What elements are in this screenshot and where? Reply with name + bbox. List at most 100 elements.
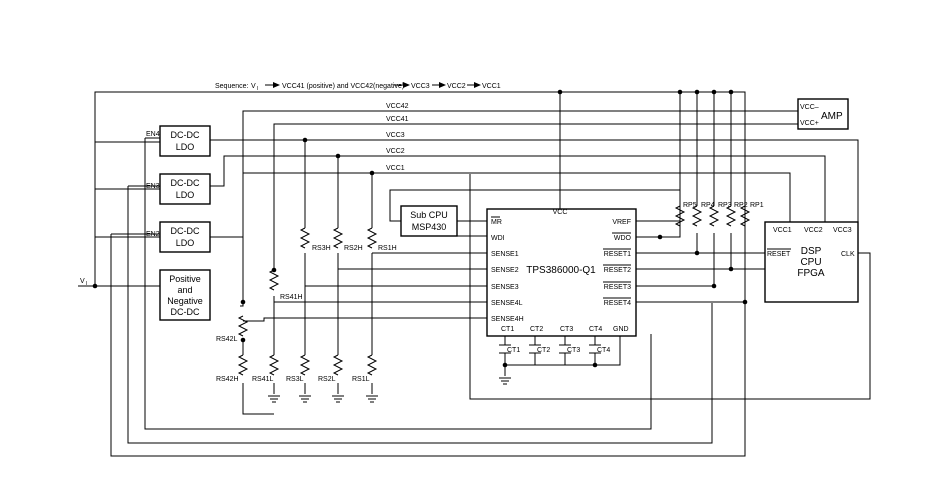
label-rs41l: RS41L bbox=[252, 376, 274, 383]
label-rp1: RP1 bbox=[750, 202, 764, 209]
label-rp2: RP2 bbox=[734, 202, 748, 209]
svg-text:DC-DC: DC-DC bbox=[171, 130, 200, 140]
resistor-rs42h bbox=[237, 354, 249, 376]
sequence-step-vcc2: VCC2 bbox=[447, 83, 466, 90]
regulator-1: DC-DC LDO bbox=[159, 125, 211, 157]
dsp-pin-reset: RESET bbox=[767, 251, 791, 258]
ground-icon bbox=[268, 395, 280, 403]
ic-pin-reset2: RESET2 bbox=[604, 267, 631, 274]
subcpu-box: Sub CPU MSP430 bbox=[400, 205, 458, 237]
ground-symbols bbox=[268, 377, 511, 403]
sequence-prefix: Sequence: bbox=[215, 83, 249, 90]
cap-label-ct3: CT3 bbox=[567, 347, 580, 354]
junctions bbox=[92, 89, 748, 368]
ic-pin-sense4l: SENSE4L bbox=[491, 300, 523, 307]
svg-text:DC-DC: DC-DC bbox=[171, 226, 200, 236]
sequence-step-vcc41-42: VCC41 (positive) and VCC42(negative) bbox=[282, 83, 404, 90]
ic-vcc-pin: VCC bbox=[553, 209, 568, 216]
ic-name: TPS386000-Q1 bbox=[526, 265, 596, 276]
ic-pin-wdo: WDO bbox=[614, 235, 632, 242]
ground-icon bbox=[299, 395, 311, 403]
svg-text:MSP430: MSP430 bbox=[412, 222, 447, 232]
label-rs1l: RS1L bbox=[352, 376, 370, 383]
resistor-rs42l bbox=[237, 315, 249, 337]
sequence-step-vi: V bbox=[251, 83, 256, 90]
en2-label: EN2 bbox=[146, 231, 160, 238]
ic-pin-sense4h: SENSE4H bbox=[491, 316, 524, 323]
sequence-step-vcc3: VCC3 bbox=[411, 83, 430, 90]
rail-label-vcc3: VCC3 bbox=[386, 132, 405, 139]
label-rs3h: RS3H bbox=[312, 245, 331, 252]
resistor-rp4 bbox=[691, 205, 703, 227]
label-rs3l: RS3L bbox=[286, 376, 304, 383]
ic-pin-reset3: RESET3 bbox=[604, 284, 631, 291]
sense-resistor-labels: RS3H RS2H RS1H RS41H RS42L RS42H RS41L R… bbox=[216, 245, 397, 383]
svg-text:VCC+: VCC+ bbox=[800, 120, 819, 127]
resistor-rs3h bbox=[299, 227, 311, 249]
label-rp3: RP3 bbox=[718, 202, 732, 209]
ic-pin-wdi: WDI bbox=[491, 235, 505, 242]
resistor-rp5 bbox=[674, 205, 686, 227]
en3-label: EN3 bbox=[146, 183, 160, 190]
svg-text:Negative: Negative bbox=[167, 296, 203, 306]
svg-text:Positive: Positive bbox=[169, 274, 201, 284]
ground-icon bbox=[366, 395, 378, 403]
resistor-rs3l bbox=[299, 354, 311, 376]
dsp-pin-vcc1: VCC1 bbox=[773, 227, 792, 234]
resistor-rs1h bbox=[366, 227, 378, 249]
capacitors: CT1 CT2 CT3 CT4 bbox=[499, 344, 610, 354]
ic-pin-ct2: CT2 bbox=[530, 326, 543, 333]
rail-label-vcc1: VCC1 bbox=[386, 165, 405, 172]
ic-pin-mr: MR bbox=[491, 219, 502, 226]
resistor-rs2h bbox=[332, 227, 344, 249]
svg-text:DC-DC: DC-DC bbox=[171, 178, 200, 188]
ground-icon bbox=[332, 395, 344, 403]
cap-label-ct4: CT4 bbox=[597, 347, 610, 354]
svg-text:FPGA: FPGA bbox=[797, 268, 825, 279]
vi-input-sub: I bbox=[86, 281, 87, 287]
svg-text:and: and bbox=[177, 285, 192, 295]
posneg-dcdc-box: Positive and Negative DC-DC bbox=[159, 269, 211, 321]
svg-text:AMP: AMP bbox=[821, 111, 843, 122]
pullup-labels: RP5 RP4 RP3 RP2 RP1 bbox=[683, 202, 764, 209]
svg-text:CPU: CPU bbox=[800, 257, 821, 268]
sequence-vi-sub: I bbox=[257, 86, 258, 92]
wires bbox=[78, 91, 871, 457]
regulator-3: DC-DC LDO bbox=[159, 221, 211, 253]
resistor-rp1 bbox=[739, 205, 751, 227]
resistor-rs41l bbox=[268, 354, 280, 376]
resistor-rs1l bbox=[366, 354, 378, 376]
resistor-rp2 bbox=[725, 205, 737, 227]
ic-pin-ct4: CT4 bbox=[589, 326, 602, 333]
svg-text:Sub CPU: Sub CPU bbox=[410, 210, 448, 220]
label-rs42h: RS42H bbox=[216, 376, 239, 383]
vi-input-label: V bbox=[80, 278, 85, 285]
cap-label-ct1: CT1 bbox=[507, 347, 520, 354]
rail-label-vcc41: VCC41 bbox=[386, 116, 409, 123]
amp-box: VCC– VCC+ AMP bbox=[797, 98, 849, 130]
ic-pin-sense1: SENSE1 bbox=[491, 251, 519, 258]
ic-pin-sense3: SENSE3 bbox=[491, 284, 519, 291]
sequence-line: Sequence: V I VCC41 (positive) and VCC42… bbox=[215, 82, 501, 92]
sequence-step-vcc1: VCC1 bbox=[482, 83, 501, 90]
resistor-rs41h bbox=[268, 269, 280, 291]
ic-pin-ct3: CT3 bbox=[560, 326, 573, 333]
tps386000-ic: VCC TPS386000-Q1 MR WDI SENSE1 SENSE2 SE… bbox=[486, 208, 637, 337]
svg-text:LDO: LDO bbox=[176, 142, 195, 152]
label-rp4: RP4 bbox=[701, 202, 715, 209]
ic-pin-vref: VREF bbox=[612, 219, 631, 226]
label-rs2h: RS2H bbox=[344, 245, 363, 252]
dsp-cpu-fpga-box: VCC1 VCC2 VCC3 RESET CLK DSP CPU FPGA bbox=[764, 221, 859, 303]
rail-label-vcc2: VCC2 bbox=[386, 148, 405, 155]
cap-label-ct2: CT2 bbox=[537, 347, 550, 354]
en4-label: EN4 bbox=[146, 131, 160, 138]
resistor-rp3 bbox=[708, 205, 720, 227]
ground-icon bbox=[499, 377, 511, 385]
svg-text:LDO: LDO bbox=[176, 190, 195, 200]
ic-pin-reset4: RESET4 bbox=[604, 300, 631, 307]
svg-text:LDO: LDO bbox=[176, 238, 195, 248]
ic-pin-gnd: GND bbox=[613, 326, 629, 333]
label-rs41h: RS41H bbox=[280, 294, 303, 301]
label-rp5: RP5 bbox=[683, 202, 697, 209]
